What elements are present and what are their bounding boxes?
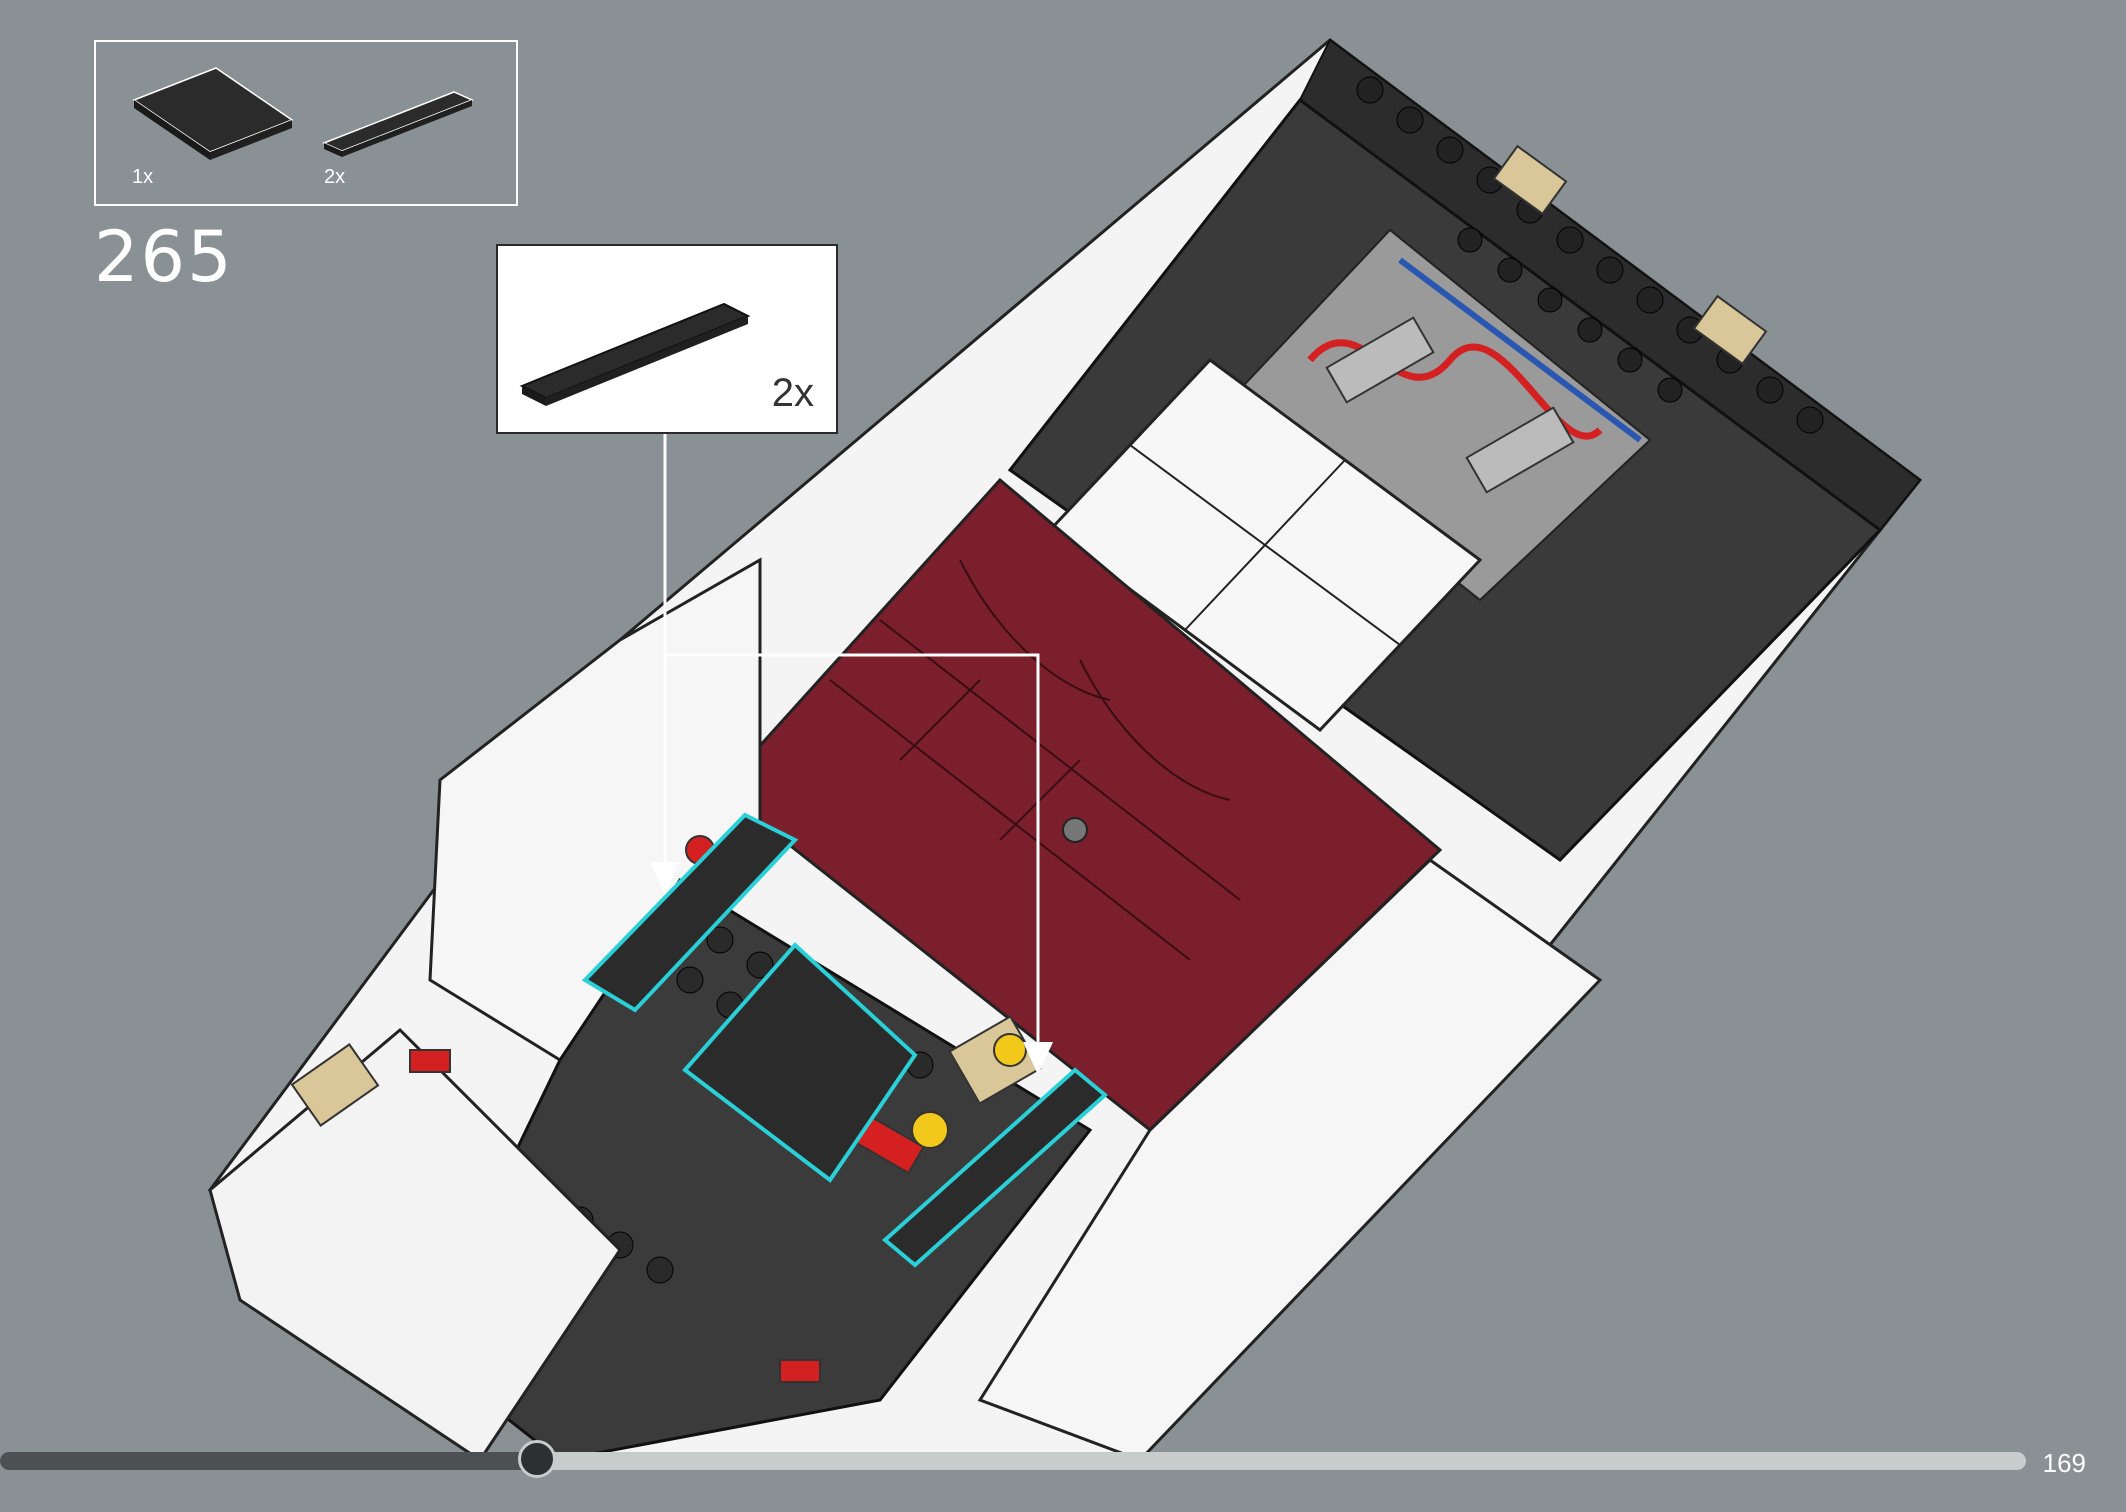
page-number: 169 (2042, 1448, 2086, 1478)
callout-arrows (663, 434, 1040, 1055)
car-body (207, 38, 1923, 1463)
progress-bar[interactable] (0, 1440, 2030, 1478)
tile-1x6-dark-gray-icon (519, 302, 751, 406)
parts-list-graphics (132, 67, 474, 160)
step-number: 265 (94, 216, 234, 298)
new-part-highlights (581, 812, 1109, 1268)
callout-box: 2x (496, 244, 838, 434)
part-qty-1: 1x (132, 166, 154, 188)
arrow-heads (650, 862, 1053, 1075)
tile-4x4-dark-gray-icon (132, 67, 294, 160)
part-qty-2: 2x (324, 166, 346, 188)
progress-fill (0, 1452, 537, 1470)
progress-knob[interactable] (518, 1440, 556, 1478)
callout-qty: 2x (771, 371, 814, 415)
tile-1x6-dark-gray-icon (322, 91, 474, 157)
parts-list-box: 1x 2x (94, 40, 518, 206)
